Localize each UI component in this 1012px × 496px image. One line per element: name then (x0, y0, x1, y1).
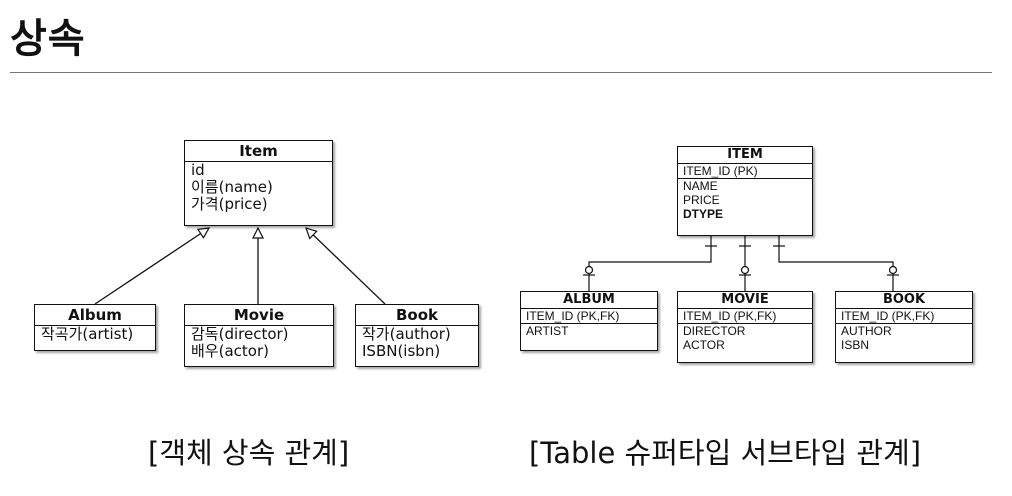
item-field-name: 이름(name) (191, 178, 273, 196)
book-class-box: Book 작가(author) ISBN(isbn) (355, 304, 479, 367)
item-class-box: Item id 이름(name) 가격(price) (184, 140, 333, 226)
movie-field-director: 감독(director) (191, 325, 289, 343)
item-table-box: ITEM ITEM_ID (PK) NAME PRICE DTYPE (677, 146, 813, 236)
movie-table-pk-section: ITEM_ID (PK,FK) (678, 309, 812, 324)
book-table-name: BOOK (836, 292, 972, 309)
table-relationships (583, 236, 899, 291)
book-class-fields: 작가(author) ISBN(isbn) (356, 326, 478, 360)
movie-col-actor: ACTOR (683, 338, 725, 352)
item-col-dtype: DTYPE (683, 207, 724, 221)
book-field-author: 작가(author) (362, 325, 451, 343)
movie-class-fields: 감독(director) 배우(actor) (185, 326, 333, 360)
object-diagram-caption: [객체 상속 관계] (148, 436, 350, 470)
item-table-pk: ITEM_ID (PK) (683, 164, 758, 178)
movie-table-box: MOVIE ITEM_ID (PK,FK) DIRECTOR ACTOR (677, 291, 813, 363)
album-class-box: Album 작곡가(artist) (34, 304, 156, 351)
movie-table-pk: ITEM_ID (PK,FK) (683, 309, 777, 323)
movie-class-box: Movie 감독(director) 배우(actor) (184, 304, 334, 367)
album-inherits-item-arrow (94, 228, 209, 305)
book-field-isbn: ISBN(isbn) (362, 342, 441, 360)
movie-table-columns: DIRECTOR ACTOR (678, 324, 812, 352)
item-field-id: id (191, 161, 205, 179)
album-class-fields: 작곡가(artist) (35, 326, 155, 343)
item-table-columns: NAME PRICE DTYPE (678, 179, 812, 221)
item-col-name: NAME (683, 179, 718, 193)
book-table-pk-section: ITEM_ID (PK,FK) (836, 309, 972, 324)
item-table-name: ITEM (678, 147, 812, 164)
movie-field-actor: 배우(actor) (191, 342, 269, 360)
page-title: 상속 (10, 16, 86, 62)
album-field-artist: 작곡가(artist) (41, 325, 134, 343)
book-table-box: BOOK ITEM_ID (PK,FK) AUTHOR ISBN (835, 291, 973, 363)
item-col-price: PRICE (683, 193, 720, 207)
album-col-artist: ARTIST (526, 324, 569, 338)
album-table-name: ALBUM (521, 292, 657, 309)
book-col-author: AUTHOR (841, 324, 892, 338)
book-inherits-item-arrow (306, 228, 386, 305)
book-table-pk: ITEM_ID (PK,FK) (841, 309, 935, 323)
album-table-box: ALBUM ITEM_ID (PK,FK) ARTIST (520, 291, 658, 351)
item-class-fields: id 이름(name) 가격(price) (185, 162, 332, 213)
album-table-pk: ITEM_ID (PK,FK) (526, 309, 620, 323)
movie-col-director: DIRECTOR (683, 324, 746, 338)
title-divider (10, 72, 992, 73)
book-col-isbn: ISBN (841, 338, 870, 352)
item-field-price: 가격(price) (191, 195, 268, 213)
book-table-columns: AUTHOR ISBN (836, 324, 972, 352)
movie-class-name: Movie (185, 305, 333, 326)
book-class-name: Book (356, 305, 478, 326)
movie-table-name: MOVIE (678, 292, 812, 309)
table-diagram-caption: [Table 슈퍼타입 서브타입 관계] (529, 436, 922, 470)
album-table-columns: ARTIST (521, 324, 657, 338)
item-class-name: Item (185, 141, 332, 162)
album-table-pk-section: ITEM_ID (PK,FK) (521, 309, 657, 324)
album-class-name: Album (35, 305, 155, 326)
item-table-pk-section: ITEM_ID (PK) (678, 164, 812, 179)
